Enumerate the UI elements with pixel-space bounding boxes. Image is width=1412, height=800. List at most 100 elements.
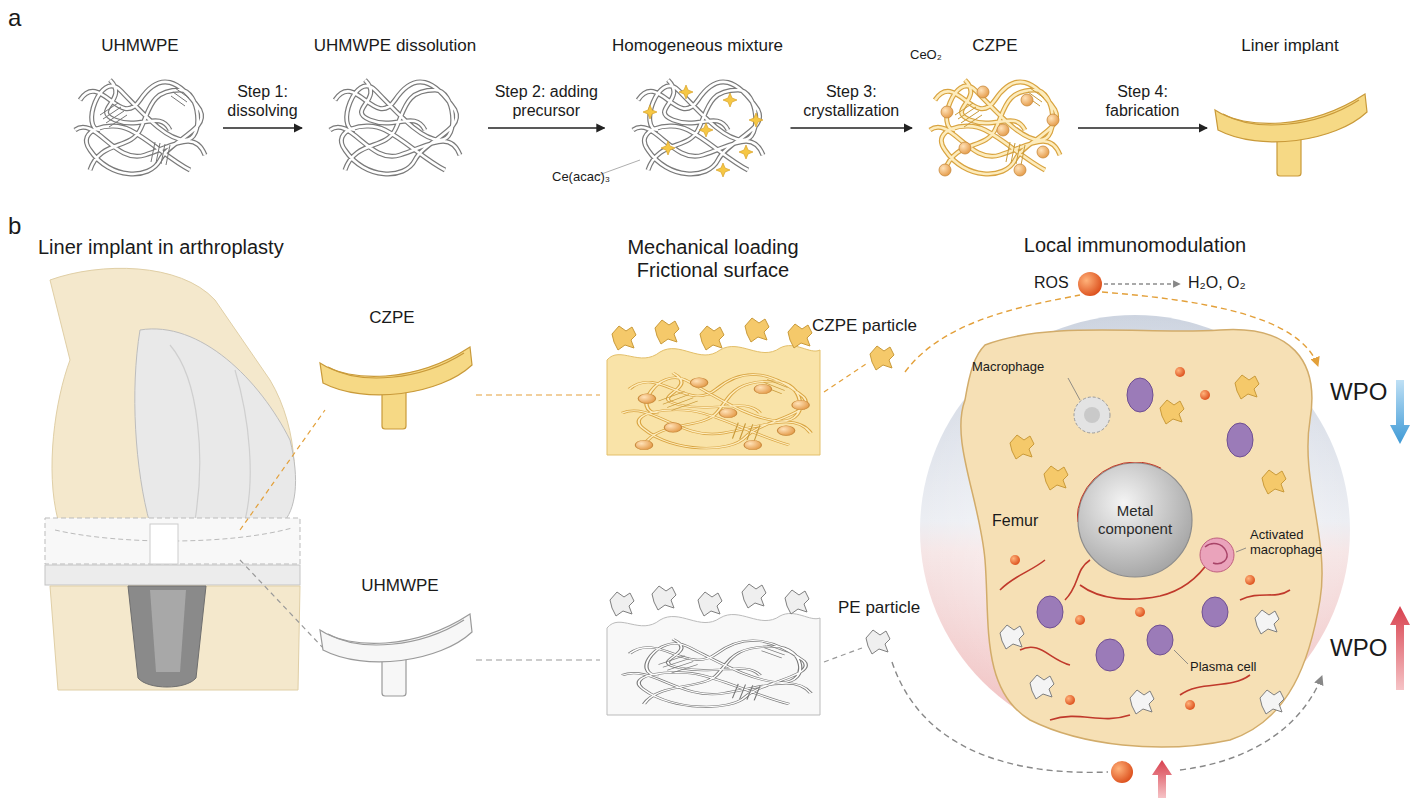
- wear-particle: [788, 324, 812, 348]
- figure-label: Local immunomodulation: [1024, 234, 1246, 257]
- chain-outline: [930, 80, 1060, 174]
- step-arrow: [791, 127, 913, 128]
- wear-particle: [700, 326, 724, 350]
- node-text: UHMWPE dissolution: [314, 36, 477, 56]
- uhmwpe-liner: [320, 614, 472, 696]
- zoom-leader: [240, 410, 325, 530]
- stage-panel: UHMWPE: [60, 36, 220, 192]
- node-text: UHMWPE: [101, 36, 178, 56]
- cell-nuclei: [1037, 378, 1253, 671]
- dissolved-chains: [330, 80, 460, 174]
- tibial-tray: [45, 565, 300, 585]
- czpe-particle-icon: [870, 346, 894, 370]
- figure-label: CeO₂: [910, 48, 942, 63]
- czpe-particle-in-tissue: [1262, 470, 1286, 494]
- activated-macrophage-icon: [1200, 538, 1234, 572]
- stage-panel: Homogeneous mixture: [608, 36, 788, 192]
- figure-label: CZPE particle: [812, 316, 917, 336]
- figure-label: ROS: [1034, 274, 1069, 292]
- chain-outline: [330, 80, 460, 174]
- figure-label: Activated macrophage: [1250, 528, 1340, 558]
- step-label: Step 4: fabrication: [1093, 82, 1193, 120]
- czpe-chains: [930, 80, 1060, 176]
- pe-particle-icon: [866, 630, 890, 654]
- chain-outline: [622, 373, 811, 448]
- uhmwpe-chains: [75, 80, 205, 174]
- chain-core: [633, 80, 763, 174]
- figure-label: Macrophage: [972, 360, 1044, 375]
- figure-label: b: [8, 212, 21, 240]
- macrophage-nucleus: [1084, 407, 1100, 423]
- stage-panel: UHMWPE dissolution: [305, 36, 485, 192]
- figure-label: Plasma cell: [1190, 660, 1256, 675]
- chain-core: [622, 373, 811, 448]
- chain-core: [330, 80, 460, 174]
- node-text: Metal component: [1092, 502, 1178, 538]
- decrease-arrow: [1390, 380, 1410, 444]
- chain-core: [622, 639, 811, 707]
- czpe-particle-in-tissue: [1235, 375, 1259, 399]
- figure-label: Ce(acac)₃: [552, 170, 610, 185]
- wear-particle: [655, 320, 679, 344]
- pe-pathway: [892, 662, 1108, 772]
- pe-particle-in-tissue: [1130, 690, 1154, 714]
- ros-scavenging-arrow: [1104, 283, 1180, 284]
- liner-implant-shape: [1215, 94, 1367, 176]
- inflammation-fibers: [1000, 560, 1290, 720]
- figure-label: CZPE: [369, 308, 414, 328]
- chain-core: [930, 80, 1060, 174]
- pe-particle-in-tissue: [1260, 690, 1284, 714]
- czpe-particle-in-tissue: [1160, 400, 1184, 424]
- wear-particle: [652, 586, 676, 610]
- figure-label: Liner implant in arthroplasty: [38, 236, 284, 259]
- surface-block: [607, 346, 820, 455]
- wear-particle: [785, 590, 809, 614]
- metal-component-circle: Metal component: [1077, 462, 1193, 578]
- czpe-liner: [320, 347, 472, 429]
- figure-label: H₂O, O₂: [1188, 274, 1246, 292]
- czpe-particle-in-tissue: [1044, 466, 1068, 490]
- component-contours: [170, 345, 250, 520]
- tibia-bone: [50, 586, 300, 690]
- crystal-lamellae: [659, 645, 788, 700]
- step-label: Step 1: dissolving: [213, 82, 313, 120]
- flow-dash: [824, 364, 866, 392]
- step-arrow: [223, 127, 302, 128]
- node-text: Homogeneous mixture: [612, 36, 783, 56]
- leader-line: [1068, 378, 1080, 400]
- step-label: Step 2: adding precursor: [481, 82, 611, 120]
- insert-post: [150, 524, 178, 564]
- metal-component-disc: [1078, 463, 1192, 577]
- stage-panel: Liner implant: [1210, 36, 1370, 192]
- figure-label: PE particle: [838, 598, 920, 618]
- ceria-particles: [635, 378, 809, 450]
- leader-line: [1174, 650, 1188, 664]
- tibial-stem: [128, 586, 206, 687]
- chain-core: [75, 80, 205, 174]
- increase-arrow: [1390, 606, 1410, 690]
- precursor-stars: [643, 85, 763, 177]
- pe-particle-in-tissue: [1000, 625, 1024, 649]
- chain-outline: [75, 80, 205, 174]
- figure-label: WPO: [1330, 634, 1387, 662]
- figure-label: UHMWPE: [361, 576, 438, 596]
- macrophage-icon: [1074, 397, 1110, 433]
- wear-particle: [742, 584, 766, 608]
- ceria-particles: [939, 86, 1059, 176]
- chain-outline: [622, 639, 811, 707]
- activated-body: [1200, 538, 1234, 572]
- ros-dots: [1010, 367, 1255, 710]
- crystal-lamellae: [100, 88, 189, 165]
- knee-illustration: [45, 268, 300, 690]
- flow-dash: [824, 648, 862, 662]
- wear-particle: [745, 318, 769, 342]
- insert-liner: [45, 518, 300, 564]
- increase-arrow: [1152, 760, 1172, 798]
- figure-label: a: [8, 4, 21, 32]
- femoral-component: [135, 329, 296, 524]
- wear-particle: [698, 592, 722, 616]
- wear-particle: [610, 592, 634, 616]
